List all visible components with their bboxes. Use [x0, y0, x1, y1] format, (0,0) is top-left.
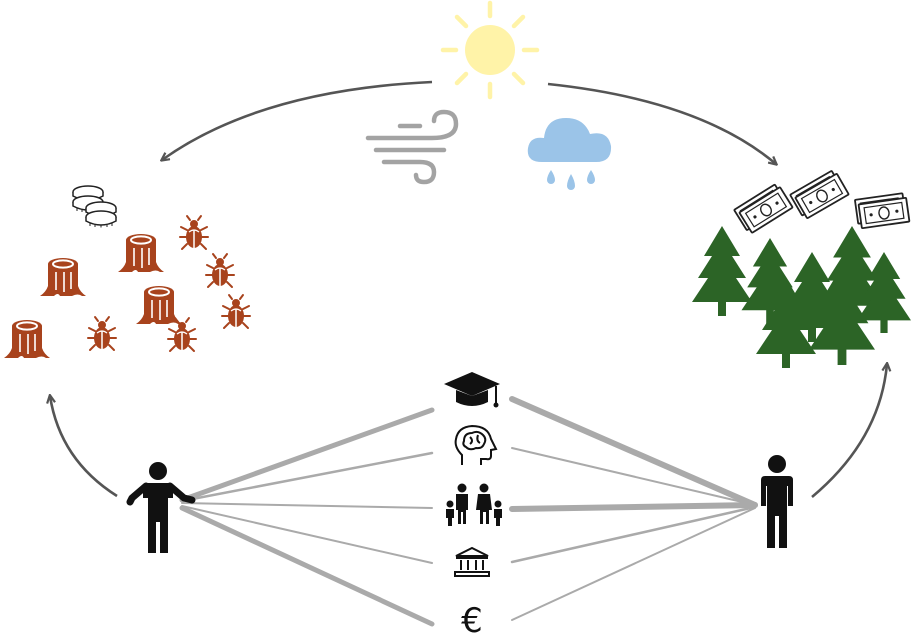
- link-right-institutions: [510, 505, 757, 564]
- graduation-cap-icon: [444, 372, 500, 408]
- wind-icon: [365, 109, 459, 185]
- banknotes-icon: [734, 169, 909, 234]
- arrow-to-degraded-forest: [162, 80, 433, 160]
- link-right-family: [509, 502, 758, 512]
- person-shrugging-icon: [126, 462, 196, 553]
- link-left-family: [181, 502, 433, 509]
- sun-icon: [440, 0, 540, 100]
- link-left-knowledge: [180, 451, 434, 503]
- left-owner-links: [179, 407, 435, 627]
- arrow-owner-to-healthy: [811, 364, 887, 498]
- arrow-to-healthy-forest: [547, 82, 776, 164]
- link-left-money: [179, 505, 435, 627]
- link-left-institutions: [181, 505, 433, 564]
- coins-icon: [72, 185, 117, 229]
- person-standing-icon: [761, 455, 793, 548]
- right-owner-links: [509, 396, 758, 621]
- cycle-arrows: [50, 80, 887, 498]
- link-right-education: [509, 396, 758, 508]
- rain-cloud-icon: [527, 118, 612, 190]
- brain-head-icon: [454, 424, 498, 465]
- euro-glyph: €: [461, 601, 483, 636]
- tree-stump-icon: [3, 233, 183, 359]
- euro-icon: €: [461, 601, 483, 636]
- arrow-owner-to-degraded: [50, 396, 118, 498]
- bank-building-icon: [454, 546, 490, 577]
- link-right-money: [511, 507, 756, 621]
- bark-beetle-icon: [87, 215, 251, 352]
- link-left-education: [179, 407, 435, 503]
- link-right-knowledge: [511, 447, 756, 506]
- family-icon: [446, 483, 502, 526]
- conifer-tree-icon: [692, 226, 911, 368]
